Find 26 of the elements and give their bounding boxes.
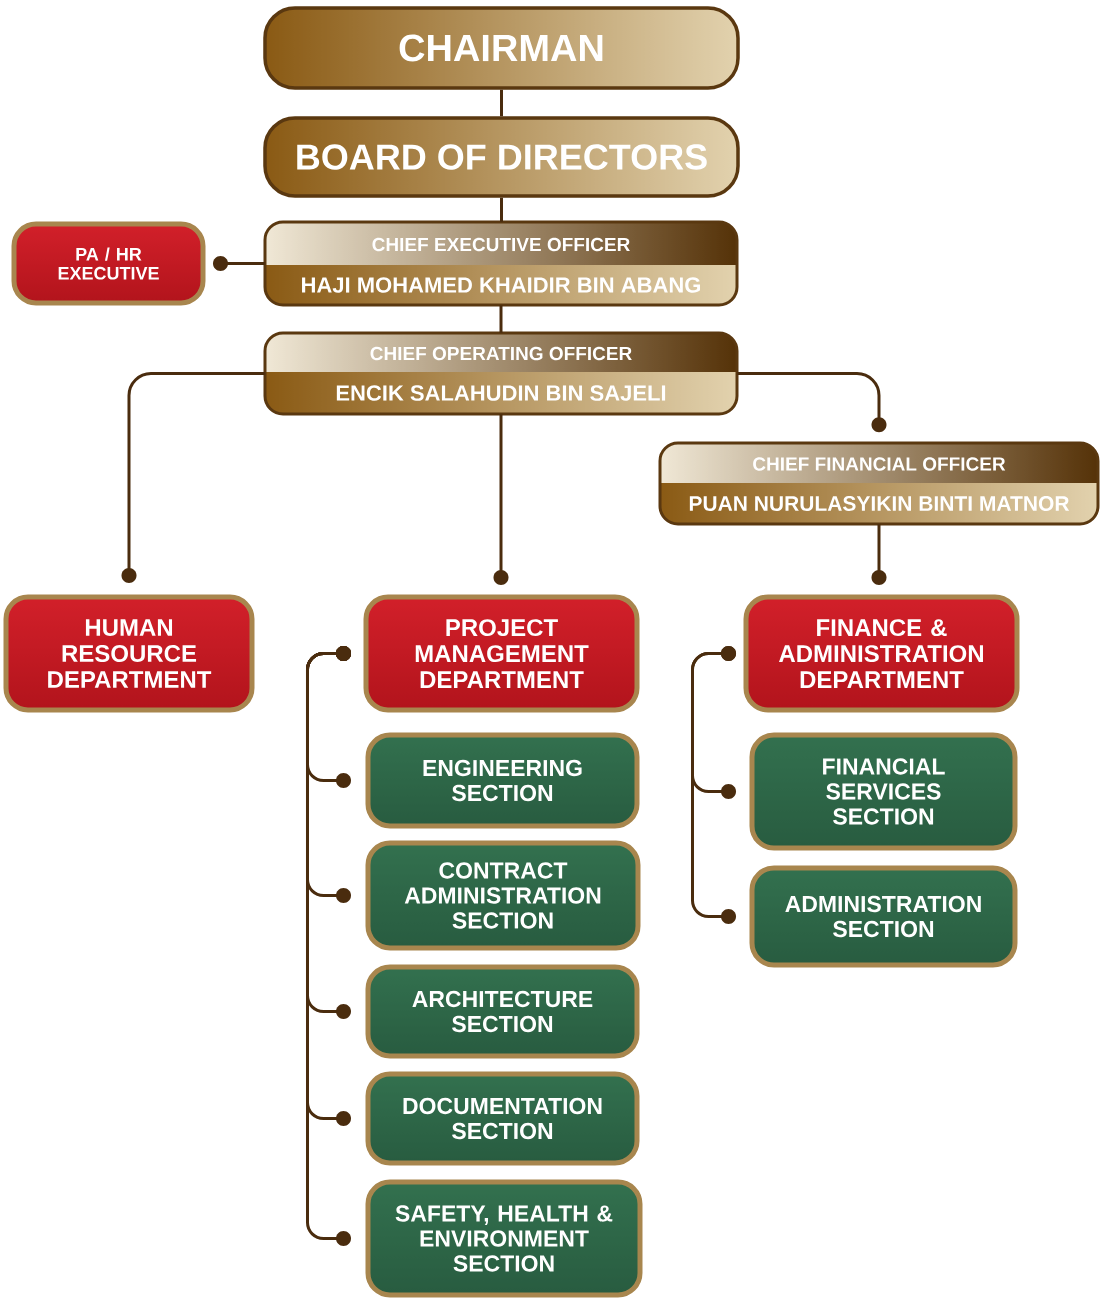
- officer-box: CHIEF OPERATING OFFICER ENCIK SALAHUDIN BIN SAJELI: [263, 331, 739, 416]
- connector-line: [737, 372, 887, 433]
- connector-line: [500, 197, 503, 222]
- connector-line: [306, 646, 351, 1246]
- section-box: CONTRACT ADMINISTRATION SECTION: [365, 840, 641, 951]
- connector-line: [213, 256, 265, 271]
- department-box: HUMAN RESOURCE DEPARTMENT: [3, 594, 255, 713]
- connector-line: [500, 89, 503, 117]
- section-box: ARCHITECTURE SECTION: [365, 964, 640, 1059]
- department-box: PA / HR EXECUTIVE: [11, 221, 206, 306]
- section-box: ADMINISTRATION SECTION: [749, 865, 1018, 968]
- connector-line: [121, 372, 265, 583]
- section-box: FINANCIAL SERVICES SECTION: [749, 732, 1018, 851]
- department-box: FINANCE & ADMINISTRATION DEPARTMENT: [743, 594, 1020, 713]
- connector-line: [493, 414, 509, 585]
- officer-box: CHIEF FINANCIAL OFFICER PUAN NURULASYIKIN BINTI MATNOR: [658, 441, 1100, 526]
- officer-box: CHIEF EXECUTIVE OFFICER HAJI MOHAMED KHAIDIR BIN ABANG: [263, 220, 739, 307]
- section-box: ENGINEERING SECTION: [365, 732, 640, 829]
- title-box: CHAIRMAN: [263, 6, 740, 90]
- department-box: PROJECT MANAGEMENT DEPARTMENT: [363, 594, 640, 713]
- section-box: SAFETY, HEALTH & ENVIRONMENT SECTION: [365, 1179, 643, 1298]
- title-box: BOARD OF DIRECTORS: [263, 116, 740, 198]
- connector-line: [871, 524, 887, 585]
- connector-line: [691, 646, 736, 924]
- section-box: DOCUMENTATION SECTION: [365, 1071, 640, 1166]
- connector-line: [499, 305, 503, 333]
